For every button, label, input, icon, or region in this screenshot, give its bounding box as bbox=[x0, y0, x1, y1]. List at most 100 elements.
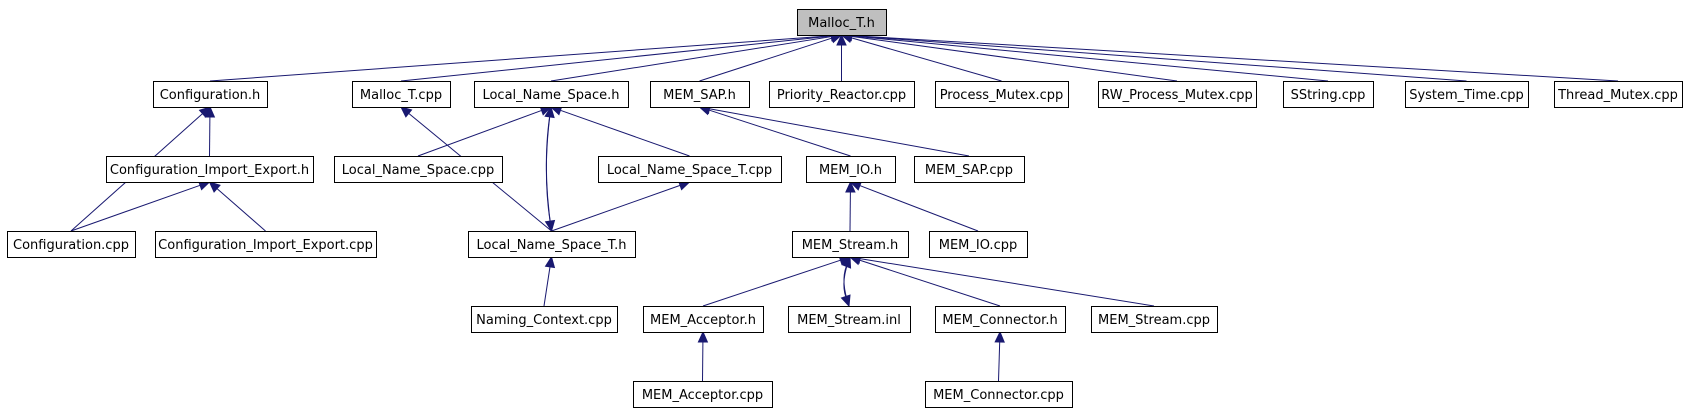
node-mem-io-h[interactable]: MEM_IO.h bbox=[806, 156, 896, 183]
node-system-time-cpp[interactable]: System_Time.cpp bbox=[1405, 81, 1529, 108]
node-mem-acceptor-cpp[interactable]: MEM_Acceptor.cpp bbox=[633, 381, 773, 408]
node-box bbox=[650, 81, 750, 108]
node-mem-stream-h[interactable]: MEM_Stream.h bbox=[792, 231, 909, 258]
edge-mem_stream_cpp-to-mem_stream_h bbox=[859, 258, 1155, 307]
edge-mem_io_cpp-to-mem_io_h bbox=[859, 185, 979, 232]
node-configuration-h[interactable]: Configuration.h bbox=[153, 81, 268, 108]
arrowhead-icon bbox=[994, 330, 1005, 343]
node-box bbox=[788, 306, 911, 333]
node-priority-reactor-cpp[interactable]: Priority_Reactor.cpp bbox=[769, 81, 915, 108]
node-label: MEM_Acceptor.cpp bbox=[642, 388, 763, 403]
node-malloc-t-cpp[interactable]: Malloc_T.cpp bbox=[352, 81, 451, 108]
node-box bbox=[1405, 81, 1529, 108]
node-process-mutex-cpp[interactable]: Process_Mutex.cpp bbox=[935, 81, 1069, 108]
node-label: MEM_SAP.h bbox=[663, 88, 736, 103]
node-label: Local_Name_Space.h bbox=[482, 88, 619, 103]
arrowhead-icon bbox=[836, 33, 847, 46]
edge-mem_io_h-to-mem_sap_h bbox=[708, 109, 851, 157]
node-label: MEM_Acceptor.h bbox=[650, 313, 756, 328]
edge-system_time_cpp-to-malloc_t_h bbox=[851, 35, 1467, 82]
arrowhead-icon bbox=[208, 181, 221, 193]
arrowhead-icon bbox=[840, 294, 851, 308]
node-box bbox=[935, 306, 1066, 333]
arrowhead-icon bbox=[697, 330, 709, 343]
edge-configuration_h-to-malloc_t_h bbox=[209, 35, 832, 82]
node-local-name-space-t-h[interactable]: Local_Name_Space_T.h bbox=[468, 231, 636, 258]
node-box bbox=[1554, 81, 1683, 108]
edge-thread_mutex_cpp-to-malloc_t_h bbox=[851, 35, 1619, 82]
edge-mem_sap_h-to-malloc_t_h bbox=[699, 37, 833, 82]
node-box bbox=[633, 381, 773, 408]
node-label: Process_Mutex.cpp bbox=[940, 88, 1064, 103]
edge-rw_process_mutex_cpp-to-malloc_t_h bbox=[851, 35, 1178, 82]
edge-sstring_cpp-to-malloc_t_h bbox=[851, 35, 1329, 82]
node-box bbox=[468, 231, 636, 258]
node-label: MEM_Connector.h bbox=[942, 313, 1057, 328]
node-mem-io-cpp[interactable]: MEM_IO.cpp bbox=[929, 231, 1028, 258]
node-configuration-cpp[interactable]: Configuration.cpp bbox=[7, 231, 136, 258]
node-local-name-space-t-cpp[interactable]: Local_Name_Space_T.cpp bbox=[598, 156, 782, 183]
node-label: Malloc_T.cpp bbox=[360, 88, 442, 103]
node-label: SString.cpp bbox=[1291, 88, 1366, 103]
node-label: Configuration.h bbox=[160, 88, 261, 103]
node-thread-mutex-cpp[interactable]: Thread_Mutex.cpp bbox=[1554, 81, 1683, 108]
node-malloc-t-h[interactable]: Malloc_T.h bbox=[797, 9, 887, 36]
edge-mem_sap_cpp-to-mem_sap_h bbox=[709, 108, 970, 157]
arrowhead-icon bbox=[198, 106, 211, 118]
node-label: System_Time.cpp bbox=[1409, 88, 1524, 103]
node-mem-stream-inl[interactable]: MEM_Stream.inl bbox=[788, 306, 911, 333]
node-box bbox=[7, 231, 136, 258]
edge-local_name_space_cpp-to-local_name_space_h bbox=[417, 109, 542, 157]
node-box bbox=[914, 156, 1025, 183]
node-label: Malloc_T.h bbox=[808, 16, 875, 31]
node-configuration-import-export-h[interactable]: Configuration_Import_Export.h bbox=[106, 156, 314, 183]
node-box bbox=[598, 156, 782, 183]
edge-local_name_space_t_cpp-to-local_name_space_h bbox=[560, 109, 690, 157]
node-label: Thread_Mutex.cpp bbox=[1557, 88, 1678, 103]
node-mem-sap-cpp[interactable]: MEM_SAP.cpp bbox=[914, 156, 1025, 183]
arrowhead-icon bbox=[845, 180, 856, 193]
edge-local_name_space_h-to-local_name_space_t_h bbox=[545, 106, 552, 222]
node-box bbox=[925, 381, 1073, 408]
node-configuration-import-export-cpp[interactable]: Configuration_Import_Export.cpp bbox=[155, 231, 377, 258]
arrowhead-icon bbox=[400, 106, 413, 118]
edge-mem_connector_cpp-to-mem_connector_h bbox=[998, 341, 1001, 382]
node-box bbox=[797, 9, 887, 36]
node-sstring-cpp[interactable]: SString.cpp bbox=[1283, 81, 1374, 108]
edge-mem_stream_h-to-mem_stream_inl bbox=[843, 256, 851, 297]
node-local-name-space-cpp[interactable]: Local_Name_Space.cpp bbox=[334, 156, 503, 183]
node-box bbox=[106, 156, 314, 183]
node-local-name-space-h[interactable]: Local_Name_Space.h bbox=[474, 81, 629, 108]
edge-local_name_space_t_h-to-local_name_space_t_cpp bbox=[551, 184, 681, 232]
node-box bbox=[153, 81, 268, 108]
node-mem-connector-cpp[interactable]: MEM_Connector.cpp bbox=[925, 381, 1073, 408]
node-box bbox=[643, 306, 764, 333]
node-label: Configuration_Import_Export.cpp bbox=[158, 238, 373, 253]
edge-configuration_import_export_cpp-to-configuration_import_export_h bbox=[216, 188, 266, 232]
node-mem-stream-cpp[interactable]: MEM_Stream.cpp bbox=[1091, 306, 1218, 333]
node-box bbox=[334, 156, 503, 183]
node-box bbox=[1098, 81, 1257, 108]
node-box bbox=[769, 81, 915, 108]
node-label: Local_Name_Space.cpp bbox=[342, 163, 494, 178]
node-mem-sap-h[interactable]: MEM_SAP.h bbox=[650, 81, 750, 108]
node-naming-context-cpp[interactable]: Naming_Context.cpp bbox=[471, 306, 618, 333]
node-label: MEM_Stream.cpp bbox=[1098, 313, 1210, 328]
node-box bbox=[1283, 81, 1374, 108]
edge-naming_context_cpp-to-local_name_space_t_h bbox=[543, 266, 551, 307]
node-mem-connector-h[interactable]: MEM_Connector.h bbox=[935, 306, 1066, 333]
node-box bbox=[352, 81, 451, 108]
node-rw-process-mutex-cpp[interactable]: RW_Process_Mutex.cpp bbox=[1098, 81, 1257, 108]
arrowhead-icon bbox=[544, 255, 556, 269]
node-box bbox=[929, 231, 1028, 258]
node-box bbox=[1091, 306, 1218, 333]
edge-malloc_t_cpp-to-malloc_t_h bbox=[400, 35, 832, 82]
node-label: MEM_Stream.inl bbox=[797, 313, 901, 328]
node-label: Local_Name_Space_T.h bbox=[477, 238, 627, 253]
node-box bbox=[474, 81, 629, 108]
node-label: MEM_SAP.cpp bbox=[925, 163, 1013, 178]
node-box bbox=[155, 231, 377, 258]
edge-mem_connector_h-to-mem_stream_h bbox=[859, 259, 1001, 307]
node-mem-acceptor-h[interactable]: MEM_Acceptor.h bbox=[643, 306, 764, 333]
